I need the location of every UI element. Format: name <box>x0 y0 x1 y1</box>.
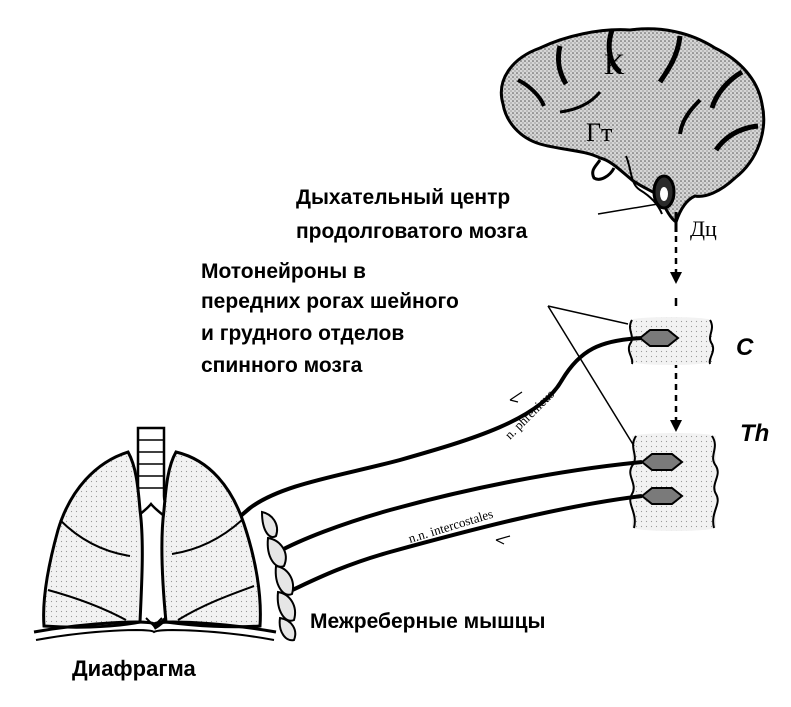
brain <box>499 27 766 232</box>
intercostal-nerve-lower <box>287 494 643 594</box>
thoracic-segment-label: Th <box>740 420 770 447</box>
diaphragm-label: Диафрагма <box>72 656 196 681</box>
descending-pathway <box>670 236 682 432</box>
intercostal-nerve-upper <box>277 460 643 554</box>
motoneurons-label-line3: и грудного отделов <box>201 322 405 345</box>
respiratory-center-label-line2: продолговатого мозга <box>296 220 528 243</box>
motoneurons-label-line4: спинного мозга <box>201 354 363 377</box>
resp-center-pointer <box>597 203 659 215</box>
cervical-segment-label: C <box>736 334 754 361</box>
phrenic-nerve-label: n. phrenicus <box>502 387 558 443</box>
motoneurons-label-line1: Мотонейроны в <box>201 260 366 283</box>
motoneurons-label-line2: передних рогах шейного <box>201 290 459 313</box>
cortex-label: К <box>604 48 625 81</box>
intercostal-muscles-label: Межреберные мышцы <box>310 610 546 633</box>
spinal-segment-cervical <box>627 317 715 365</box>
intercostal-muscles <box>260 510 297 642</box>
lungs <box>33 426 277 641</box>
respiratory-center-code-label: Дц <box>690 216 717 241</box>
spinal-segment-thoracic <box>629 433 719 531</box>
respiratory-center-label-line1: Дыхательный центр <box>296 186 511 209</box>
motoneuron-pointers <box>547 305 635 447</box>
hypothalamus-label: Гт <box>586 118 613 147</box>
